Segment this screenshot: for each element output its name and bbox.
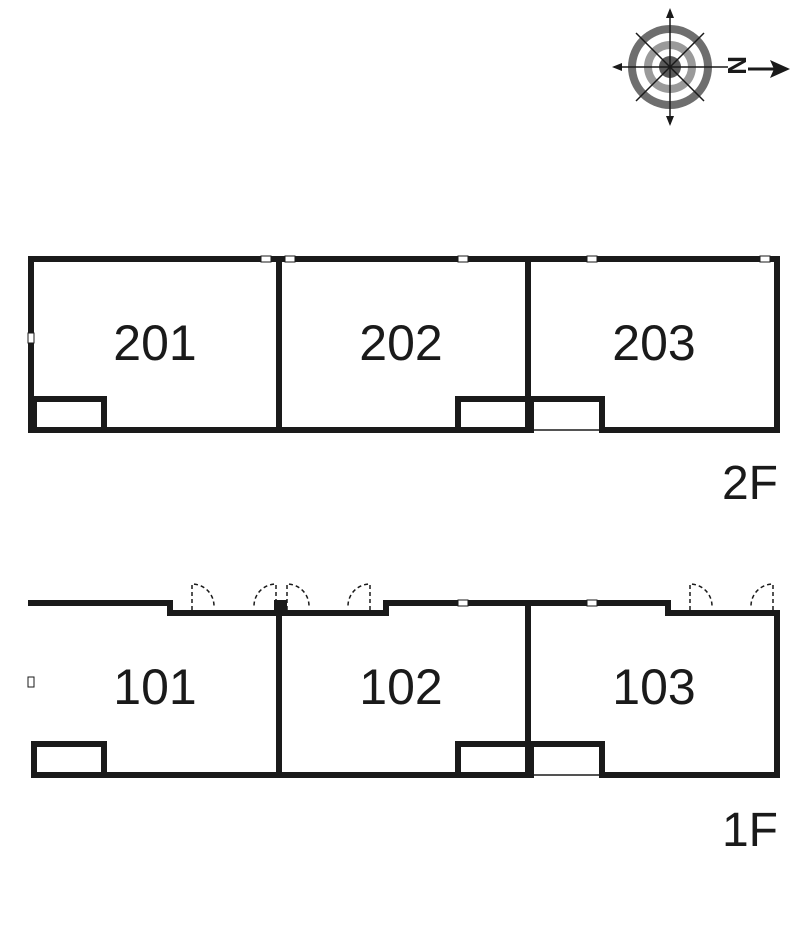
room-202-label: 202 xyxy=(359,315,442,371)
room-102-label: 102 xyxy=(359,659,442,715)
compass-rose-icon: N xyxy=(612,8,790,126)
floor-label-1f: 1F xyxy=(722,804,778,857)
floor-label-2f: 2F xyxy=(722,457,778,510)
door-swing-icon xyxy=(191,583,774,610)
floor-1f: 101 102 103 1F xyxy=(27,583,780,857)
room-201-label: 201 xyxy=(113,315,196,371)
room-101-label: 101 xyxy=(113,659,196,715)
room-103-label: 103 xyxy=(612,659,695,715)
floor-2f: 201 202 203 2F xyxy=(27,255,780,510)
north-label: N xyxy=(722,56,752,75)
north-arrow-icon xyxy=(770,60,790,78)
room-203-label: 203 xyxy=(612,315,695,371)
